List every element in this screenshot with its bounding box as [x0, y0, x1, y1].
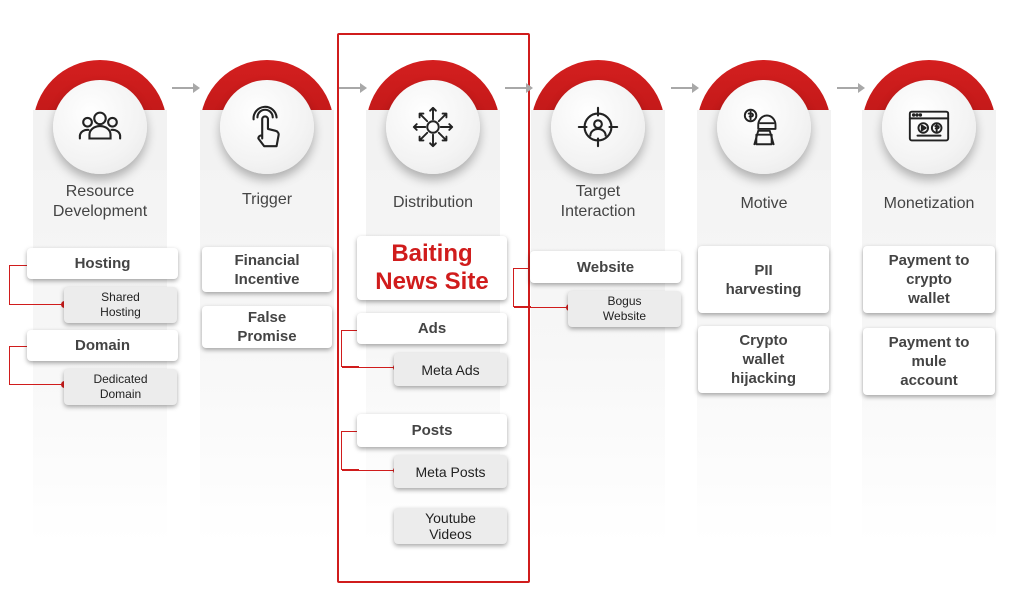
item-card: False Promise: [202, 306, 332, 348]
connector-line: [341, 431, 359, 470]
flow-arrow: [339, 83, 367, 93]
browser-payment-icon: [908, 110, 950, 142]
item-card: Hosting: [27, 248, 178, 279]
column-title: Motive: [740, 195, 788, 212]
highlight-frame: [337, 33, 530, 583]
sub-item-card: Shared Hosting: [64, 287, 177, 323]
item-card: Payment to crypto wallet: [863, 246, 995, 313]
hacker-money-icon-circle: [717, 80, 811, 174]
connector-line: [513, 268, 531, 307]
item-card: Payment to mule account: [863, 328, 995, 395]
connector-line: [9, 346, 29, 385]
spread-arrows-icon: [412, 106, 454, 148]
connector-line: [9, 265, 29, 305]
sub-item-card: Meta Ads: [394, 353, 507, 386]
target-person-icon-circle: [551, 80, 645, 174]
touch-finger-icon: [252, 105, 280, 148]
item-card: Website: [530, 251, 681, 283]
hacker-money-icon: [743, 108, 777, 146]
sub-item-card: Bogus Website: [568, 291, 681, 327]
item-card: Domain: [27, 330, 178, 361]
item-card: Posts: [357, 414, 507, 447]
item-card-highlighted: Baiting News Site: [357, 236, 507, 300]
browser-payment-icon-circle: [882, 80, 976, 174]
flow-arrow: [837, 83, 865, 93]
sub-item-card: Dedicated Domain: [64, 369, 177, 405]
item-card: Ads: [357, 313, 507, 344]
connector-line: [342, 470, 396, 471]
connector-line: [342, 367, 396, 368]
item-card: PII harvesting: [698, 246, 829, 313]
column-title: Resource Development: [52, 183, 148, 220]
column-title: Trigger: [241, 191, 293, 208]
column-title: Monetization: [883, 195, 975, 212]
connector-line: [514, 307, 569, 308]
people-group-icon-circle: [53, 80, 147, 174]
item-card: Crypto wallet hijacking: [698, 326, 829, 393]
spread-arrows-icon-circle: [386, 80, 480, 174]
touch-finger-icon-circle: [220, 80, 314, 174]
column-title: Target Interaction: [560, 183, 636, 220]
flow-arrow: [172, 83, 200, 93]
people-group-icon: [78, 111, 122, 140]
connector-line: [341, 330, 359, 367]
flow-arrow: [671, 83, 699, 93]
sub-item-card: Meta Posts: [394, 455, 507, 488]
flow-arrow: [505, 83, 533, 93]
item-card: Youtube Videos: [394, 508, 507, 544]
item-card: Financial Incentive: [202, 247, 332, 292]
connector-line: [10, 384, 64, 385]
column-title: Distribution: [392, 194, 474, 211]
connector-line: [10, 304, 64, 305]
target-person-icon: [577, 106, 619, 148]
